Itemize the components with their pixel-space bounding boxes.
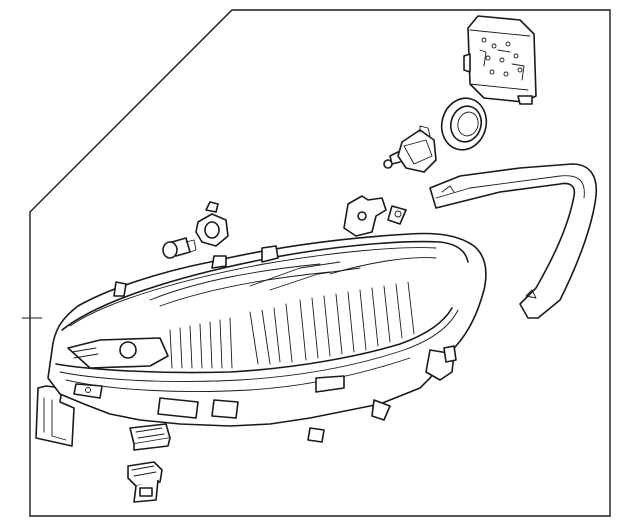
led-driver-module	[463, 15, 537, 105]
trim-seal-strip	[429, 163, 598, 319]
headlamp-bulb	[383, 125, 437, 173]
bulb-socket-cover	[440, 97, 488, 151]
wiring-connector	[127, 461, 163, 503]
bulb-socket	[195, 201, 229, 247]
signal-bulb	[162, 237, 197, 259]
headlamp-housing	[35, 195, 487, 447]
connector-block	[129, 423, 171, 451]
